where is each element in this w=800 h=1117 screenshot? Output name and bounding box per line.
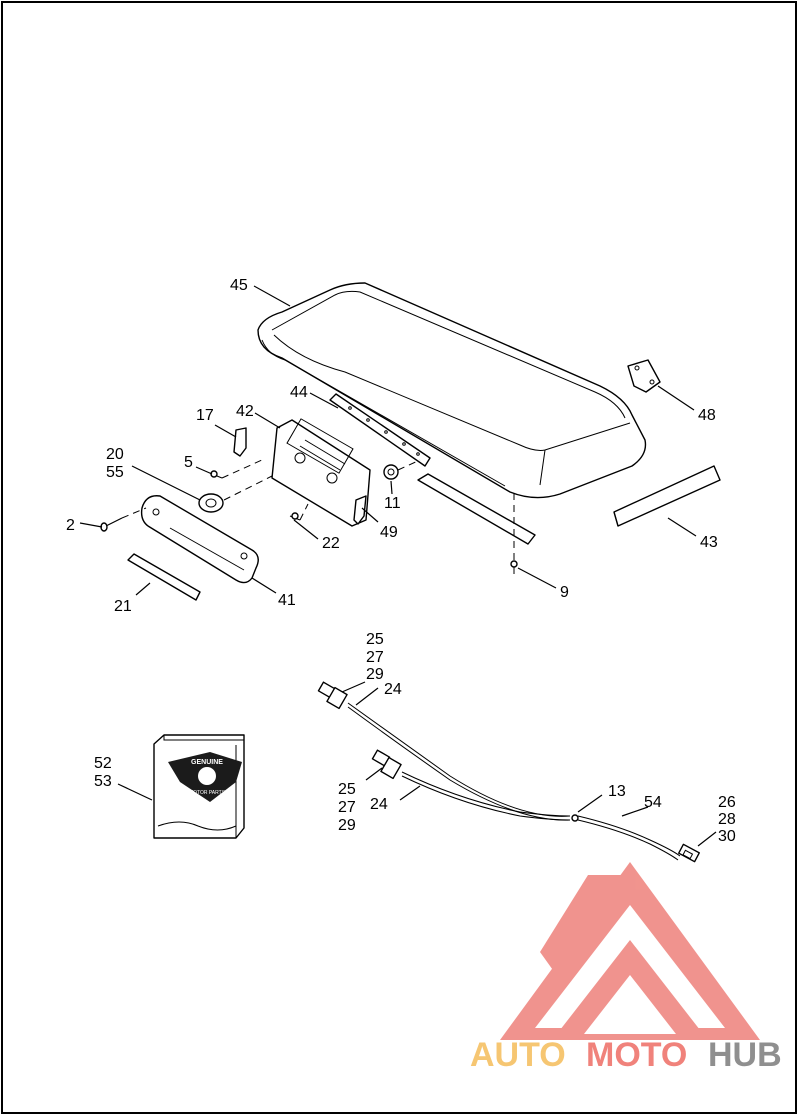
label-52: 52 [94, 755, 112, 772]
label-17: 17 [196, 407, 214, 424]
label-22: 22 [322, 535, 340, 552]
label-28: 28 [718, 811, 736, 828]
label-9: 9 [560, 584, 569, 601]
handle-41 [140, 495, 259, 584]
label-25-top: 25 [366, 631, 384, 648]
label-13: 13 [608, 783, 626, 800]
label-11: 11 [384, 495, 401, 512]
screw-9 [510, 560, 518, 574]
label-55: 55 [106, 464, 124, 481]
bracket-48 [627, 359, 661, 393]
label-2: 2 [66, 517, 75, 534]
label-21: 21 [114, 598, 132, 615]
watermark-hub: HUB [708, 1036, 782, 1074]
label-20: 20 [106, 446, 124, 463]
screw-22 [289, 512, 301, 521]
screw-2 [100, 517, 123, 532]
watermark-logo: AUTO MOTO HUB [470, 862, 782, 1074]
genuine-motor-parts-logo: GENUINE MOTOR PARTS [168, 748, 242, 802]
watermark-auto: AUTO [470, 1036, 566, 1074]
bumper-11 [383, 464, 399, 480]
instruction-booklet-52: GENUINE MOTOR PARTS [153, 734, 245, 839]
badge-line2: MOTOR PARTS [189, 790, 226, 796]
latch-hook-17 [233, 427, 247, 457]
label-27-top: 27 [366, 649, 384, 666]
label-41: 41 [278, 592, 296, 609]
label-24-top: 24 [384, 681, 402, 698]
handle-trim-21 [127, 553, 201, 601]
label-29-mid: 29 [338, 817, 356, 834]
watermark-triangle [500, 862, 760, 1040]
hinge-strip-44 [329, 393, 431, 467]
label-43: 43 [700, 534, 718, 551]
label-49: 49 [380, 524, 398, 541]
label-30: 30 [718, 828, 736, 845]
badge-line1: GENUINE [191, 759, 223, 766]
assembly-lines [121, 459, 515, 560]
watermark-moto: MOTO [586, 1036, 687, 1074]
latch-plate-42 [271, 418, 371, 527]
leader-lines [79, 285, 717, 847]
label-48: 48 [698, 407, 716, 424]
strip-43 [613, 465, 721, 527]
label-27-mid: 27 [338, 799, 356, 816]
label-29-top: 29 [366, 666, 384, 683]
label-25-mid: 25 [338, 781, 356, 798]
seal-strip [417, 473, 536, 545]
screw-5 [210, 470, 223, 479]
label-24-mid: 24 [370, 796, 388, 813]
lock-cylinder-20 [198, 493, 224, 513]
label-53: 53 [94, 773, 112, 790]
hook-49 [353, 495, 367, 525]
lid-part-45 [257, 282, 647, 499]
label-45: 45 [230, 277, 248, 294]
label-54: 54 [644, 794, 662, 811]
label-5: 5 [184, 454, 193, 471]
part-labels: 45 44 42 17 20 55 5 2 11 49 22 9 21 41 4… [66, 277, 736, 845]
label-44: 44 [290, 384, 308, 401]
label-26: 26 [718, 794, 736, 811]
label-42: 42 [236, 403, 254, 420]
wiring-harness [317, 681, 700, 863]
